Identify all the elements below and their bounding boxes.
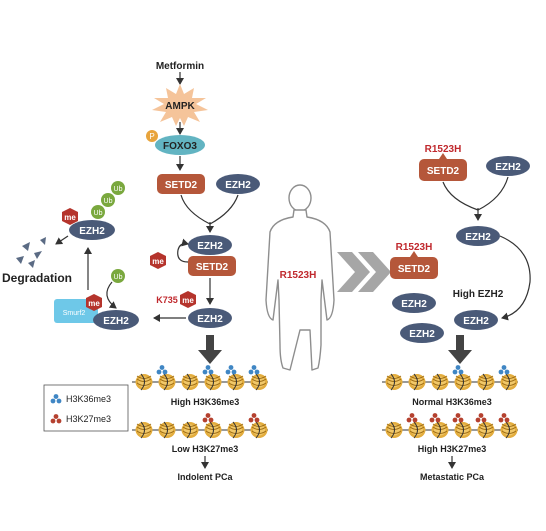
ub-chain-1-label: Ub xyxy=(94,210,103,217)
me-hex-ubiquitinated xyxy=(62,208,78,225)
phospho-badge xyxy=(146,130,158,142)
ezh2-label-top: EZH2 xyxy=(225,180,251,191)
chromatin-left-bottom xyxy=(132,413,268,439)
right-ezh2-label-a: EZH2 xyxy=(401,299,427,310)
ub-node-new xyxy=(111,269,125,283)
me-hex-smurf2 xyxy=(86,294,102,311)
right-ezh2-label-b: EZH2 xyxy=(409,329,435,340)
k735-label: K735 xyxy=(156,295,178,305)
setd2-node-top xyxy=(157,174,205,194)
ezh2-node-ubiquitinated xyxy=(69,220,115,240)
down-arrow-right xyxy=(448,335,472,364)
metastatic-pca-label: Metastatic PCa xyxy=(420,472,485,482)
me-label-complex: me xyxy=(152,257,164,266)
right-mutation-label-mid: R1523H xyxy=(396,242,433,253)
high-h3k27-label: High H3K27me3 xyxy=(418,444,487,454)
chromatin-left-top xyxy=(132,365,268,391)
normal-h3k36-label: Normal H3K36me3 xyxy=(412,397,492,407)
phospho-label: P xyxy=(149,132,154,141)
setd2-label-top: SETD2 xyxy=(165,180,198,191)
ub-chain-2-label: Ub xyxy=(104,198,113,205)
me-label-smurf2: me xyxy=(88,299,100,308)
ampk-label: AMPK xyxy=(165,101,195,112)
me-label-k735: me xyxy=(182,296,194,305)
right-ezh2-node-c xyxy=(454,310,498,330)
smurf2-label: Smurf2 xyxy=(63,310,86,317)
right-setd2-label-mid: SETD2 xyxy=(398,264,431,275)
foxo3-label: FOXO3 xyxy=(163,141,197,152)
down-arrow-left xyxy=(198,335,222,364)
legend-h3k36-label: H3K36me3 xyxy=(66,394,111,404)
indolent-pca-label: Indolent PCa xyxy=(177,472,233,482)
right-ezh2-label-c: EZH2 xyxy=(463,316,489,327)
setd2-node-complex xyxy=(188,256,236,276)
right-setd2-node-top xyxy=(419,159,467,181)
ub-chain-3-label: Ub xyxy=(114,186,123,193)
right-ezh2-node-b xyxy=(400,323,444,343)
degradation-fragments xyxy=(16,237,46,268)
legend-box xyxy=(43,384,129,432)
chromatin-right-top xyxy=(382,365,518,391)
ezh2-label-smurf2: EZH2 xyxy=(103,316,129,327)
ezh2-label-complex: EZH2 xyxy=(197,241,223,252)
chromatin-right-bottom xyxy=(382,413,518,439)
right-mutation-label-top: R1523H xyxy=(425,144,462,155)
ezh2-label-methylated: EZH2 xyxy=(197,314,223,325)
right-ezh2-node-top xyxy=(486,156,530,176)
ub-label-new: Ub xyxy=(114,274,123,281)
high-h3k36-label: High H3K36me3 xyxy=(171,397,240,407)
setd2-label-complex: SETD2 xyxy=(196,262,229,273)
ub-chain-3 xyxy=(111,181,125,195)
ezh2-node-complex xyxy=(188,235,232,255)
high-ezh2-label: High EZH2 xyxy=(453,289,504,300)
ub-chain-1 xyxy=(91,205,105,219)
right-ezh2-node-a xyxy=(392,293,436,313)
human-silhouette xyxy=(265,184,335,371)
degradation-label: Degradation xyxy=(2,271,72,285)
ezh2-node-smurf2 xyxy=(93,310,139,330)
ezh2-node-top xyxy=(216,174,260,194)
me-hex-k735 xyxy=(180,291,196,308)
low-h3k27-label: Low H3K27me3 xyxy=(172,444,239,454)
right-ezh2-label-mid: EZH2 xyxy=(465,232,491,243)
me-label-ubiquitinated: me xyxy=(64,213,76,222)
right-setd2-node-mid xyxy=(390,257,438,279)
ezh2-label-ubiquitinated: EZH2 xyxy=(79,226,105,237)
ezh2-node-methylated xyxy=(188,308,232,328)
ub-chain-2 xyxy=(101,193,115,207)
right-setd2-label-top: SETD2 xyxy=(427,166,460,177)
transition-chevrons xyxy=(337,252,391,292)
legend-h3k27-label: H3K27me3 xyxy=(66,414,111,424)
center-mutation-label: R1523H xyxy=(280,270,317,281)
right-ezh2-node-mid xyxy=(456,226,500,246)
metformin-label: Metformin xyxy=(156,61,204,72)
ampk-burst xyxy=(152,84,208,126)
me-hex-complex xyxy=(150,252,166,269)
foxo3-node xyxy=(155,135,205,155)
right-ezh2-label-top: EZH2 xyxy=(495,162,521,173)
